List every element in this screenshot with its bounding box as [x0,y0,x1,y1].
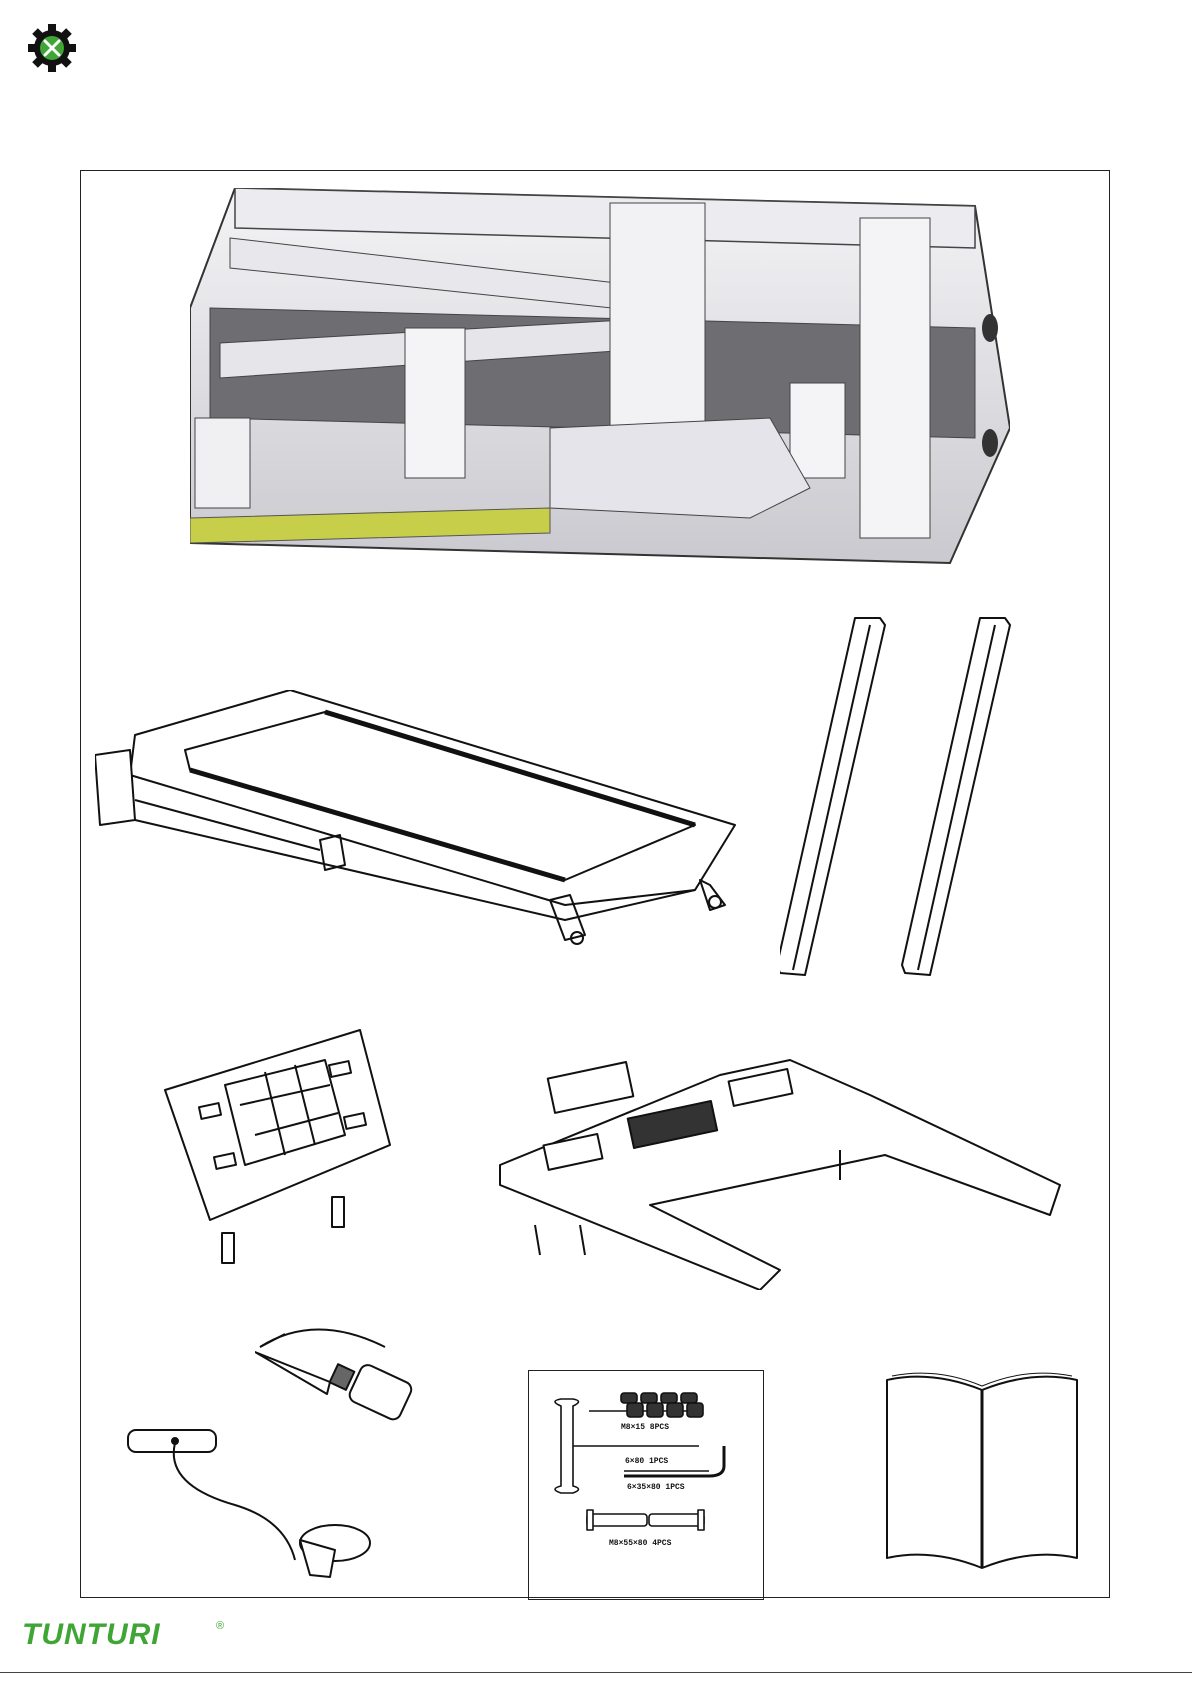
packaging-box-illustration [190,188,1010,583]
footer-divider [0,1672,1192,1673]
lubricant-bottle-illustration [255,1312,425,1432]
gear-tool-logo-icon [26,22,78,74]
hardware-label-wrench: 6×80 1PCS [625,1457,668,1466]
treadmill-deck-illustration [95,690,745,950]
safety-key-illustration [125,1425,380,1585]
owner-manual-illustration [882,1370,1082,1570]
hardware-label-bolts: M8×15 8PCS [621,1423,669,1432]
brand-logo: TUNTURI [22,1618,161,1652]
hardware-label-allen-key: 6×35×80 1PCS [627,1483,685,1492]
handlebar-frame-illustration [490,1055,1080,1290]
console-illustration [160,1025,430,1265]
upright-posts-illustration [780,615,1060,980]
hardware-label-long-bolts: M8×55×80 4PCS [609,1539,671,1548]
hardware-pack: M8×15 8PCS 6×80 1PCS 6×35×80 1PCS M8×55×… [528,1370,764,1600]
registered-mark: ® [216,1620,224,1632]
